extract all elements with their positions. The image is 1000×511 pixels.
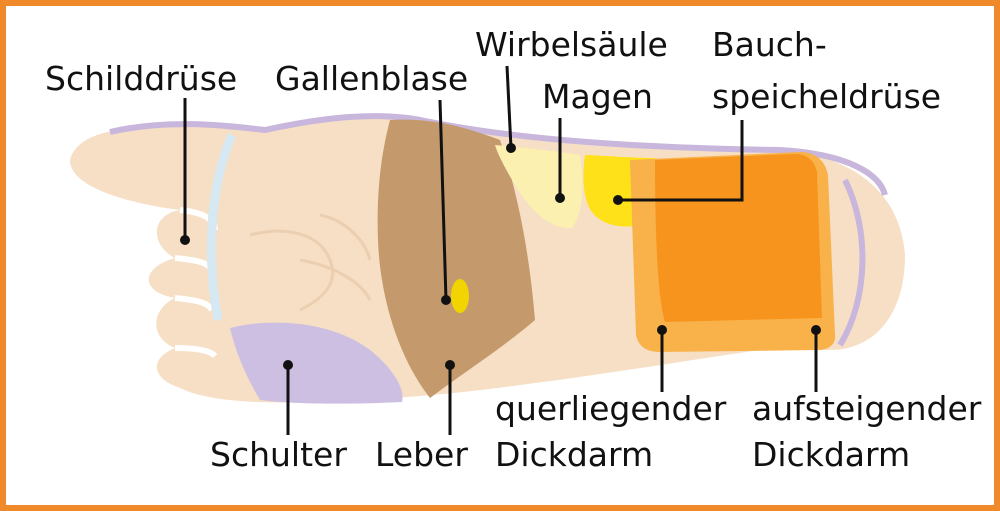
leader-lines	[183, 65, 818, 435]
label-schilddruese: Schilddrüse	[45, 59, 237, 98]
label-schulter: Schulter	[210, 435, 347, 474]
marker-dots	[180, 143, 821, 370]
label-querliegender-1: querliegender	[495, 389, 727, 428]
schilddruese-zone	[206, 133, 237, 321]
heel-edge	[837, 178, 866, 347]
gallenblase-zone	[451, 279, 469, 313]
label-gallenblase: Gallenblase	[275, 59, 468, 98]
label-magen: Magen	[542, 77, 653, 116]
label-leber: Leber	[375, 435, 468, 474]
aufsteigender-dickdarm-zone	[655, 322, 835, 348]
label-wirbelsaeule: Wirbelsäule	[475, 25, 668, 64]
bauchspeicheldruese-zone	[655, 154, 822, 322]
label-querliegender-2: Dickdarm	[495, 435, 653, 474]
leber-zone	[377, 119, 535, 398]
label-bauchspeicheldruese-1: Bauch-	[712, 25, 827, 64]
label-aufsteigender-2: Dickdarm	[752, 435, 910, 474]
schulter-zone	[230, 322, 403, 404]
label-aufsteigender-1: aufsteigender	[752, 389, 982, 428]
label-bauchspeicheldruese-2: speicheldrüse	[712, 77, 941, 116]
